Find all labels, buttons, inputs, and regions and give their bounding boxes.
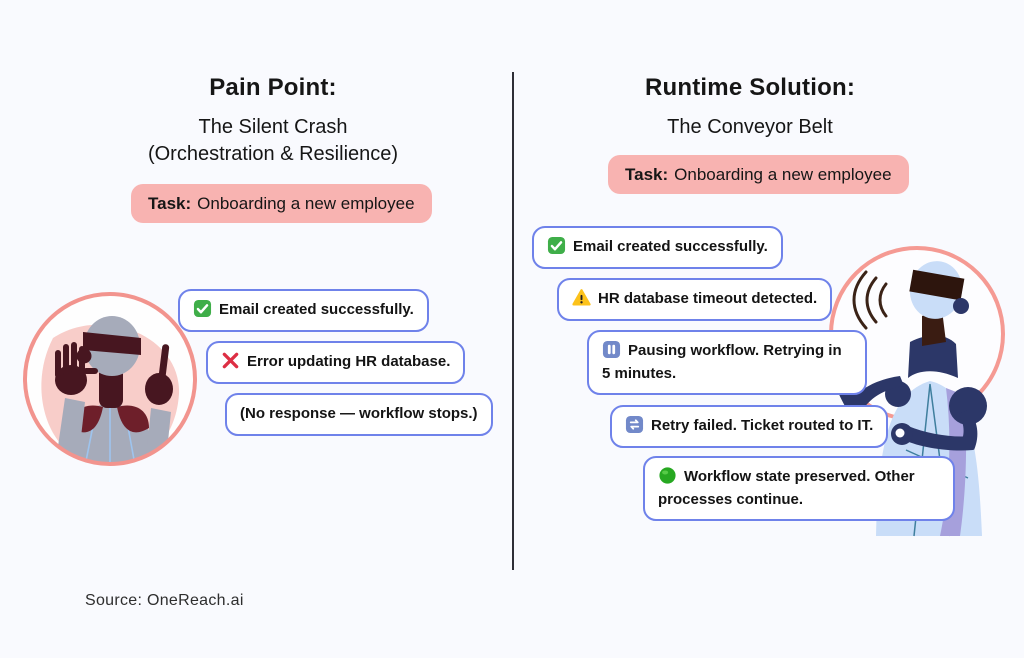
bubble-text: Email created successfully. — [219, 301, 414, 318]
chat-bubble: Workflow state preserved. Other processe… — [643, 456, 955, 521]
pain-point-subtitle: The Silent Crash (Orchestration & Resili… — [73, 114, 473, 168]
retry-icon — [625, 415, 644, 434]
bubble-text: Workflow state preserved. Other processe… — [658, 468, 915, 508]
warning-icon — [572, 288, 591, 307]
runtime-solution-header: Runtime Solution: The Conveyor Belt — [550, 74, 950, 141]
check-icon — [193, 299, 212, 318]
bubble-text: Retry failed. Ticket routed to IT. — [651, 417, 874, 434]
chat-bubble: Error updating HR database. — [206, 341, 466, 384]
bubble-text: Error updating HR database. — [247, 353, 451, 370]
cross-icon — [221, 351, 240, 370]
check-icon — [547, 236, 566, 255]
task-text: Onboarding a new employee — [674, 165, 892, 184]
bubble-text: Pausing workflow. Retrying in 5 minutes. — [602, 342, 842, 382]
chat-bubble: Email created successfully. — [178, 289, 429, 332]
chat-bubble: HR database timeout detected. — [557, 278, 833, 321]
chat-bubble: Email created successfully. — [532, 226, 783, 269]
pause-icon — [602, 340, 621, 359]
pain-robot-illustration — [23, 292, 197, 466]
task-label: Task: — [625, 165, 669, 184]
bubble-text: Email created successfully. — [573, 238, 768, 255]
sound-waves-icon — [852, 270, 888, 330]
task-text: Onboarding a new employee — [197, 194, 415, 213]
pain-point-header: Pain Point: The Silent Crash (Orchestrat… — [73, 74, 473, 168]
column-divider — [512, 72, 514, 570]
task-label: Task: — [148, 194, 192, 213]
chat-bubble: Retry failed. Ticket routed to IT. — [610, 405, 889, 448]
runtime-solution-title: Runtime Solution: — [644, 74, 856, 101]
green-dot-icon — [658, 466, 677, 485]
bubble-text: HR database timeout detected. — [598, 290, 818, 307]
bubble-text: (No response — workflow stops.) — [240, 405, 478, 422]
task-pill-left: Task: Onboarding a new employee — [131, 184, 432, 223]
pain-point-subtitle-line2: (Orchestration & Resilience) — [147, 143, 399, 165]
pain-point-subtitle-line1: The Silent Crash — [198, 116, 348, 138]
chat-bubble: Pausing workflow. Retrying in 5 minutes. — [587, 330, 867, 395]
runtime-solution-subtitle-line1: The Conveyor Belt — [667, 116, 833, 138]
source-attribution: Source: OneReach.ai — [85, 592, 244, 609]
runtime-solution-subtitle: The Conveyor Belt — [550, 114, 950, 141]
pain-point-title: Pain Point: — [209, 74, 337, 101]
chat-bubble: (No response — workflow stops.) — [225, 393, 493, 436]
task-pill-right: Task: Onboarding a new employee — [608, 155, 909, 194]
